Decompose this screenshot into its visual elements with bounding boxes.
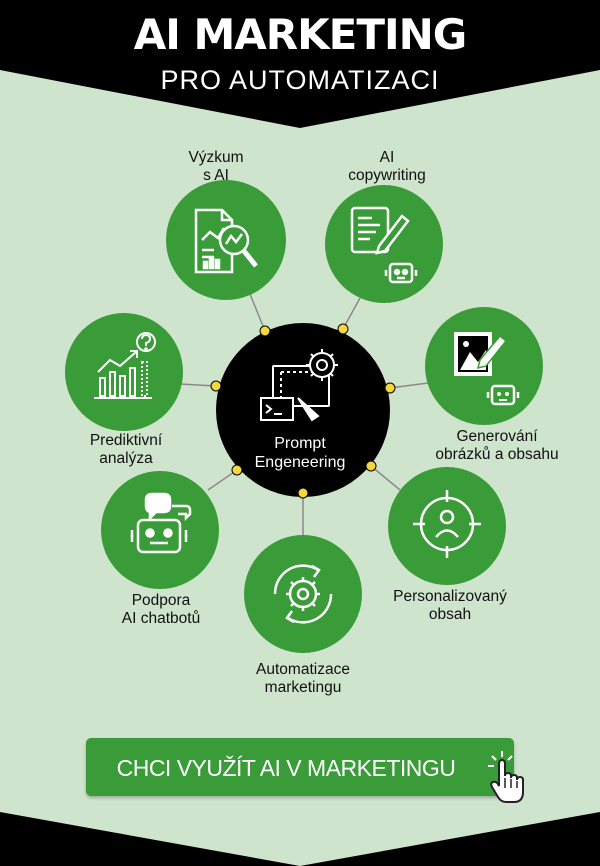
label-chatboti: Podpora AI chatbotů xyxy=(96,592,226,628)
label-generovani-line1: Generování xyxy=(456,428,538,445)
connector-chatboti xyxy=(207,469,238,491)
label-vyzkum-line2: s AI xyxy=(203,167,229,184)
label-prediktivni-line2: analýza xyxy=(99,450,153,467)
dot-prediktivni xyxy=(210,380,222,392)
label-generovani: Generování obrázků a obsahu xyxy=(412,428,582,464)
connector-copywriting xyxy=(342,297,361,330)
cta-button[interactable]: CHCI VYUŽÍT AI V MARKETINGU xyxy=(86,738,514,796)
label-personalizovany-line2: obsah xyxy=(428,606,472,623)
label-vyzkum: Výzkum s AI xyxy=(156,149,276,185)
label-copywriting-line1: AI xyxy=(379,149,395,166)
center-label-line1: Prompt xyxy=(274,435,326,452)
prompt-engineering-icon xyxy=(260,349,338,422)
node-chatboti xyxy=(101,471,219,589)
center-label-line2: Engeneering xyxy=(254,454,346,471)
node-prediktivni xyxy=(65,313,183,431)
label-personalizovany-line1: Personalizovaný xyxy=(393,588,507,605)
label-vyzkum-line1: Výzkum xyxy=(188,149,244,166)
connector-personalizovany xyxy=(370,465,401,491)
connector-dots xyxy=(210,323,396,499)
label-personalizovany: Personalizovaný obsah xyxy=(370,588,530,624)
dot-vyzkum xyxy=(259,325,271,337)
label-chatboti-line2: AI chatbotů xyxy=(121,610,201,627)
dot-chatboti xyxy=(231,464,243,476)
page-subtitle: PRO AUTOMATIZACI xyxy=(160,65,440,95)
node-automatizace xyxy=(244,535,362,653)
node-personalizovany xyxy=(388,467,506,585)
dot-copywriting xyxy=(337,323,349,335)
dot-automatizace xyxy=(297,487,309,499)
research-report-icon xyxy=(194,208,258,274)
chatbot-icon xyxy=(130,492,192,554)
gear-cycle-icon xyxy=(273,564,333,624)
center-node xyxy=(216,323,390,497)
dot-generovani xyxy=(384,382,396,394)
copywriting-robot-icon xyxy=(350,206,418,284)
connectors xyxy=(179,293,429,535)
target-person-icon xyxy=(413,490,481,558)
image-generation-icon xyxy=(454,332,520,406)
connector-generovani xyxy=(389,382,429,389)
center-label: Prompt Engeneering xyxy=(220,434,380,472)
label-copywriting-line2: copywriting xyxy=(348,167,426,184)
label-automatizace-line2: marketingu xyxy=(264,679,342,696)
label-prediktivni: Prediktivní analýza xyxy=(66,432,186,468)
connector-prediktivni xyxy=(179,383,217,387)
dot-personalizovany xyxy=(365,460,377,472)
page-title: AI MARKETING xyxy=(133,10,468,59)
label-prediktivni-line1: Prediktivní xyxy=(89,432,163,449)
cta-button-label: CHCI VYUŽÍT AI V MARKETINGU xyxy=(116,755,456,781)
label-automatizace: Automatizace marketingu xyxy=(228,661,378,697)
bar-chart-question-icon xyxy=(94,332,156,399)
label-chatboti-line1: Podpora xyxy=(131,592,191,609)
label-copywriting: AI copywriting xyxy=(322,149,452,185)
hand-cursor-icon xyxy=(488,751,524,803)
connector-vyzkum xyxy=(249,293,266,332)
label-automatizace-line1: Automatizace xyxy=(256,661,350,678)
label-generovani-line2: obrázků a obsahu xyxy=(435,446,559,463)
